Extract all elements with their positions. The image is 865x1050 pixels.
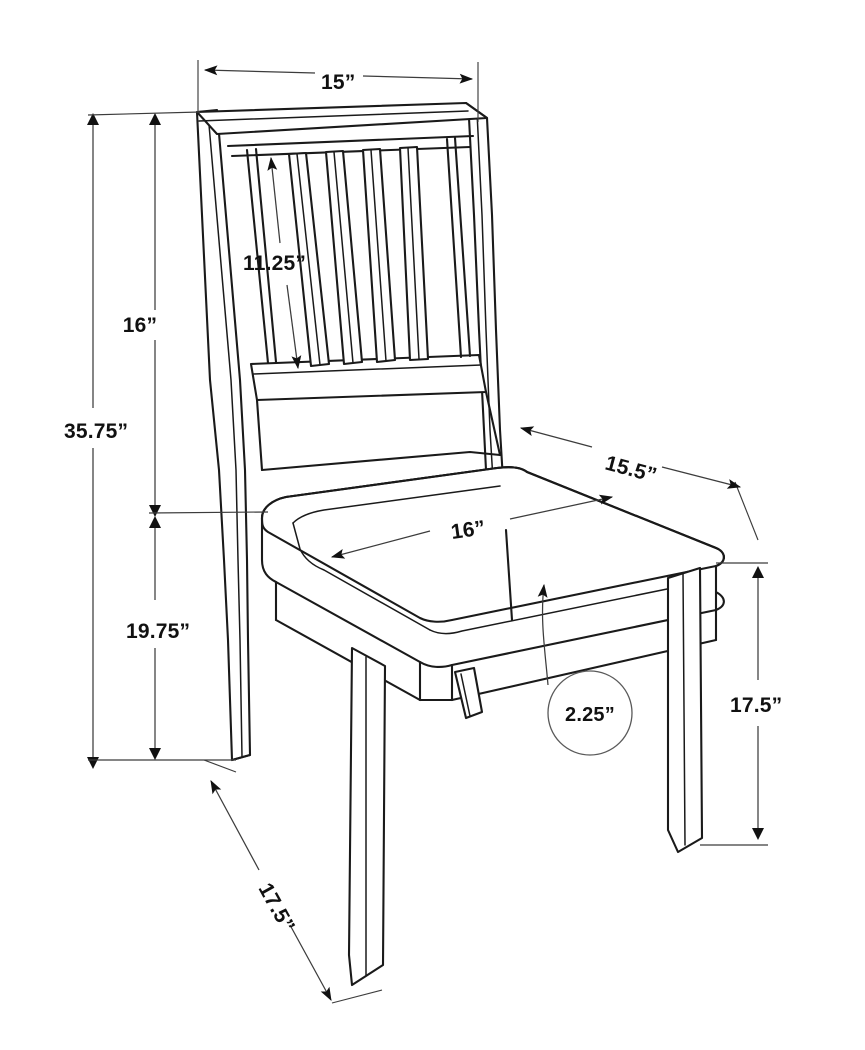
dimension-leg-height: 17.5” (700, 562, 782, 846)
backrest-lower-rail (249, 353, 488, 402)
chair-illustration (195, 101, 725, 987)
seat-cushion-top-outline (260, 466, 725, 623)
backrest-inner-left-edge-2 (254, 147, 278, 364)
rear-left-leg-foot (230, 753, 252, 762)
backrest-inner-left-edge (245, 148, 270, 365)
seat-height-arrow-top (149, 516, 161, 528)
front-right-leg (666, 566, 704, 854)
backrest-inner-right-edge-2 (453, 136, 472, 358)
backrest-crest-inner-line (226, 134, 475, 148)
overall-depth-ext-bottom (331, 989, 383, 1004)
leg-height-arrow-top (752, 566, 764, 578)
backrest-slat-1-edge (296, 153, 321, 366)
back-width-label: 15” (321, 71, 355, 94)
back-height-arrow-top (149, 113, 161, 125)
seat-depth-ext-right (734, 481, 759, 541)
overall-height-arrow-top (87, 113, 99, 125)
seat-depth-arrow-left (519, 426, 593, 448)
seat-width-arrow-left (330, 530, 431, 559)
overall-depth-ext-top (203, 759, 237, 773)
overall-depth-arrow-up (210, 780, 260, 871)
dimension-slat-height: 11.25” (243, 156, 306, 370)
back-height-arrow-bottom (149, 505, 161, 517)
apron-callout-leader (537, 583, 549, 686)
dimension-seat-width: 16” (330, 494, 614, 559)
seat-width-arrow-right (509, 494, 614, 520)
dimension-back-width: 15” (197, 60, 479, 122)
dimension-seat-height: 19.75” (126, 516, 190, 760)
dimension-apron-thickness: 2.25” (537, 583, 633, 756)
slat-height-label: 11.25” (243, 252, 306, 275)
backrest-slat-3-edge (370, 149, 387, 362)
back-width-arrow-right (362, 73, 474, 84)
back-lower-panel-left (255, 398, 264, 472)
seat-depth-arrow-right (661, 466, 742, 489)
slat-height-arrow-up (267, 156, 281, 244)
front-left-leg (347, 646, 387, 987)
left-top-extension-line (87, 111, 201, 116)
front-right-leg-edge (682, 572, 686, 846)
apron-bottom-edge-left (274, 618, 422, 702)
apron-thickness-label: 2.25” (565, 704, 615, 726)
seat-width-label: 16” (449, 516, 486, 544)
slat-height-arrow-down (286, 284, 302, 370)
back-lower-panel-bottom (260, 450, 502, 472)
dimension-back-height: 16” (123, 113, 161, 517)
backrest-crest-inner-line-2 (230, 145, 472, 158)
backrest-slats (287, 145, 430, 368)
backrest-top-rail (195, 101, 489, 136)
back-height-label: 16” (123, 314, 157, 337)
backrest-slat-2-edge (333, 151, 354, 364)
back-left-stile-edge (207, 112, 243, 758)
overall-height-label: 35.75” (64, 420, 128, 443)
back-lower-panel-right (484, 390, 502, 457)
apron-callout-bubble (547, 670, 633, 756)
rear-right-leg-top (504, 528, 514, 622)
seat-seam-left (292, 522, 431, 631)
corner-brace-edge (460, 673, 471, 717)
seat-height-label: 19.75” (126, 620, 190, 643)
leg-height-arrow-bottom (752, 828, 764, 840)
backrest-inner-right-edge (445, 137, 463, 359)
seat-level-extension-line (148, 511, 269, 514)
backrest-lower-rail-edge (252, 364, 482, 375)
seat-height-arrow-bottom (149, 748, 161, 760)
back-width-arrow-left (203, 65, 316, 76)
seat-seam-back-left (292, 485, 501, 524)
backrest-slat-4-edge (407, 147, 420, 360)
leg-height-label: 17.5” (730, 694, 782, 717)
dimension-overall-height: 35.75” (64, 113, 128, 769)
seat-seam-front (429, 587, 673, 635)
overall-depth-arrow-down (289, 924, 332, 1001)
backrest-top-rail-edge (198, 110, 469, 122)
